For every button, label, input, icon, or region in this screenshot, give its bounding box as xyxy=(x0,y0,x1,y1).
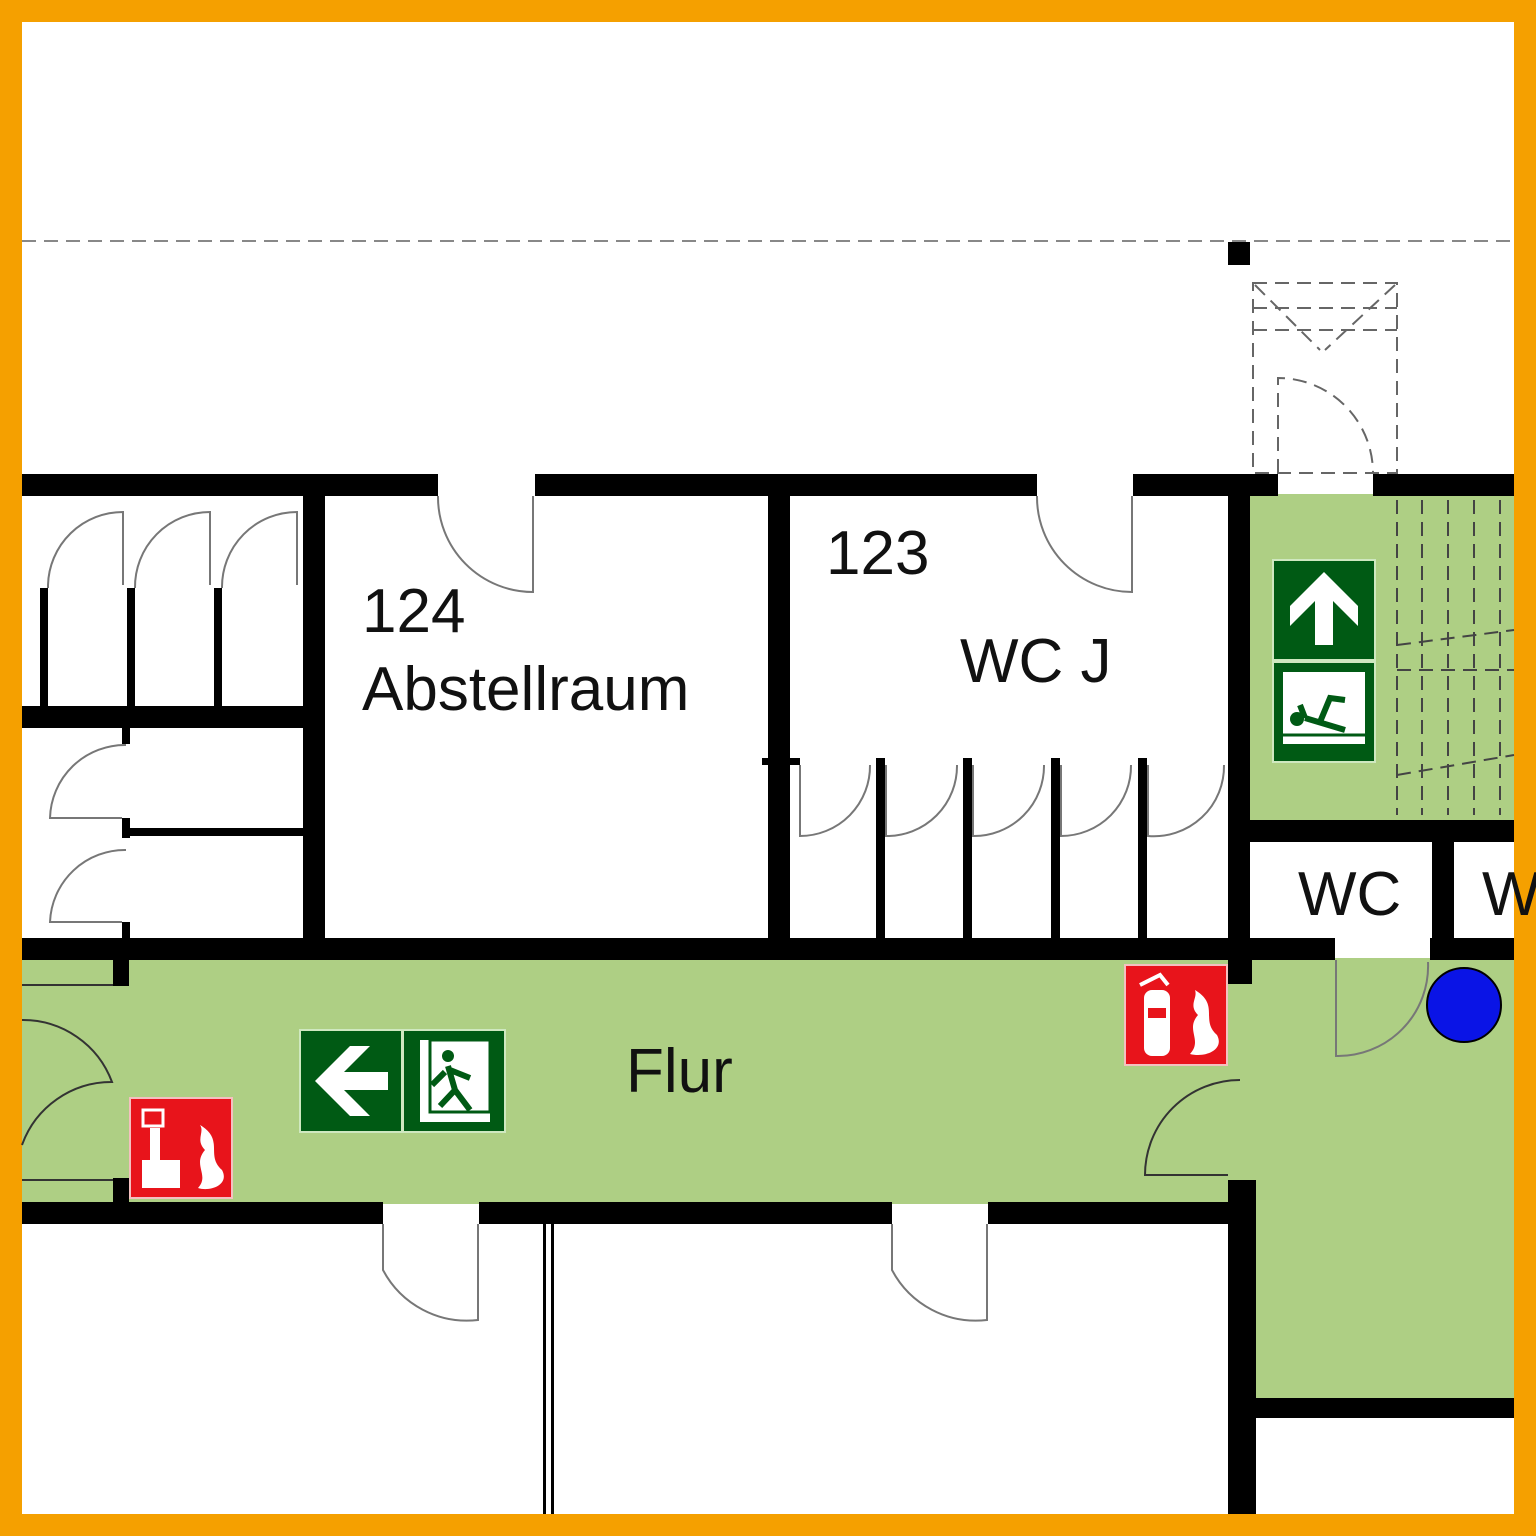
location-marker xyxy=(1426,967,1502,1043)
walls xyxy=(22,474,1514,1514)
fire-alarm-call-point-icon xyxy=(129,1097,233,1199)
room-124-name: Abstellraum xyxy=(362,655,689,724)
fire-extinguisher-icon xyxy=(1124,964,1228,1066)
exit-arrow-up-icon xyxy=(1272,559,1376,661)
stairs xyxy=(1396,500,1515,815)
emergency-exit-running-man-icon xyxy=(402,1029,506,1133)
canopy-dashed xyxy=(1252,282,1398,474)
corridor-label: Flur xyxy=(626,1037,733,1106)
wc-label-cut: W xyxy=(1482,860,1536,929)
wc-label: WC xyxy=(1298,860,1401,929)
room-123-name: WC J xyxy=(960,627,1112,696)
doors xyxy=(21,495,1430,1322)
emergency-exit-stairs-icon xyxy=(1272,661,1376,763)
exit-arrow-left-icon xyxy=(299,1029,403,1133)
room-124-number: 124 xyxy=(362,577,465,646)
column xyxy=(1228,242,1250,265)
room-123-number: 123 xyxy=(826,519,929,588)
